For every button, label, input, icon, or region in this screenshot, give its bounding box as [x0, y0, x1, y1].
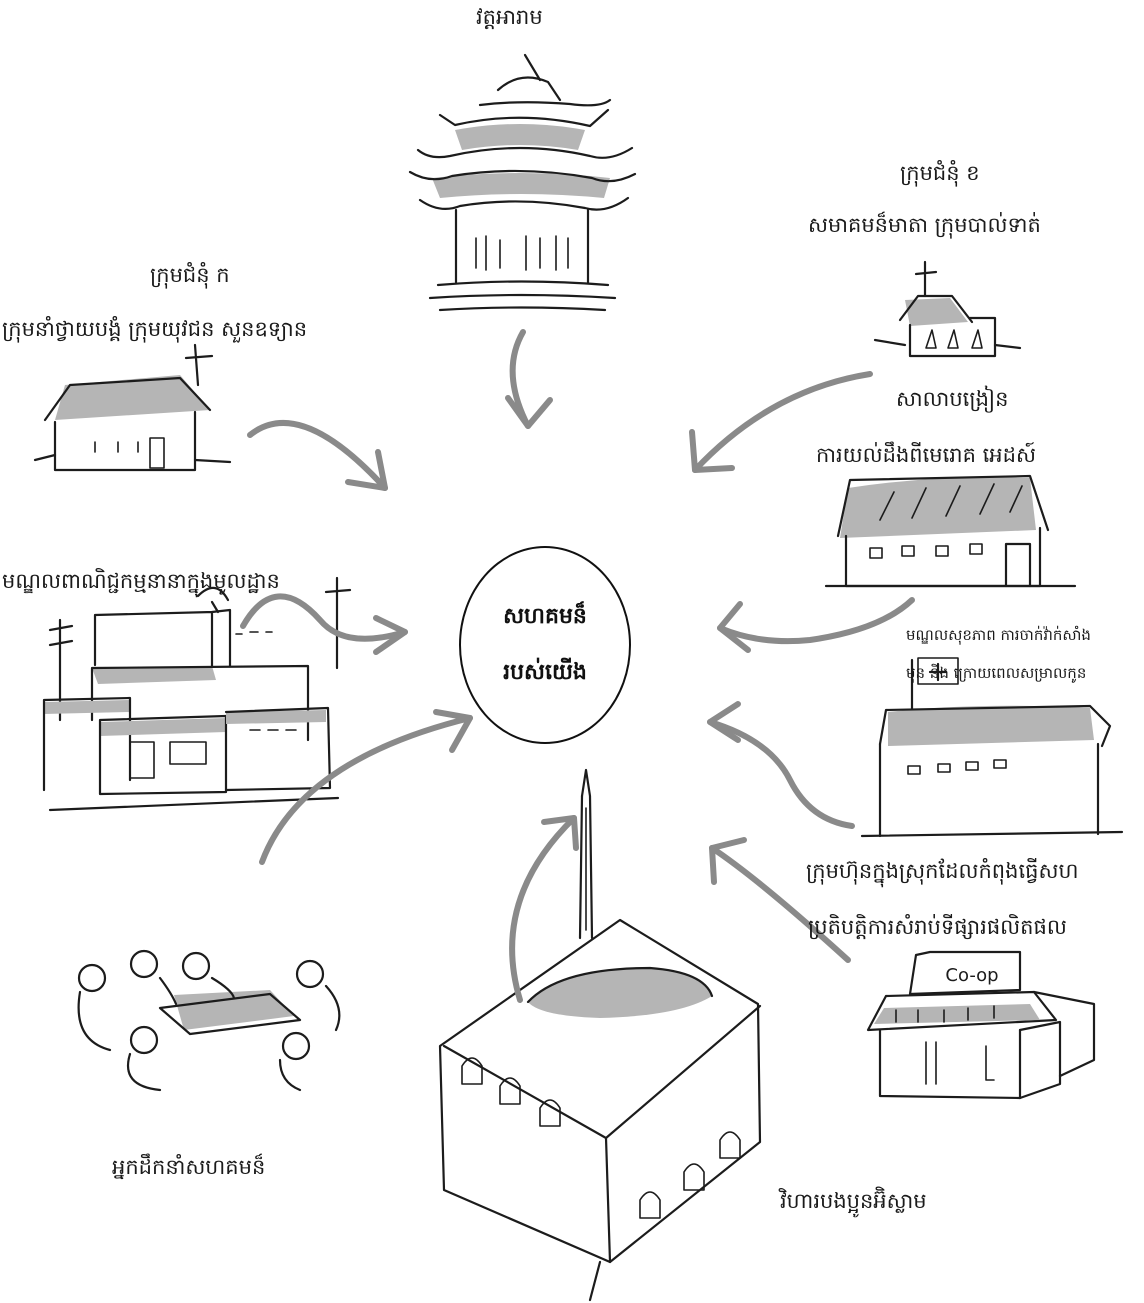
coop-label-line2: ប្រតិបត្តិការសំរាប់ទីផ្សារផលិតផល [808, 915, 1067, 939]
pagoda-label: វត្តអារាម [476, 5, 543, 29]
small-church-icon [873, 260, 1022, 358]
mosque-icon [438, 768, 762, 1302]
coop-shop-icon [866, 950, 1096, 1100]
school-building-icon [824, 474, 1077, 588]
group-b-title: ក្រុមជំនុំ ខ [900, 161, 980, 185]
group-b-description: សមាគមន៏មាតា ក្រុមបាល់ទាត់ [808, 213, 1041, 237]
business-center-label: មណ្ឌលពាណិជ្ជកម្មនានាក្នុងមូលដ្ឋាន [2, 569, 280, 593]
coop-label-line1: ក្រុមហ៊ុនក្នុងស្រុកដែលកំពុងធ្វើសហ [806, 859, 1079, 883]
community-center-circle: សហគមន៏ របស់យើង [459, 546, 631, 744]
clinic-icon [860, 657, 1124, 838]
pagoda-icon [408, 53, 637, 312]
mosque-label: វិហារបងប្អូនអ៊ិស្លាម [780, 1189, 927, 1213]
arrows [240, 329, 915, 1003]
health-center-label-line2: មុន និង ក្រោយពេលសម្រាលកូន [906, 664, 1087, 682]
people-meeting-icon [77, 949, 341, 1092]
center-title-line2: របស់យើង [503, 660, 587, 685]
leaders-label: អ្នកដឹកនាំសហគមន៏ [112, 1155, 266, 1179]
group-a-description: ក្រុមនាំថ្វាយបង្គំ ក្រុមយុវជន សួនឧទ្យាន [2, 317, 308, 341]
coop-sign-text: Co-op [945, 965, 998, 986]
market-buildings-icon [42, 576, 352, 812]
group-a-title: ក្រុមជំនុំ ក [150, 263, 230, 287]
church-icon [33, 343, 232, 472]
school-title: សាលាបង្រៀន [896, 387, 1009, 411]
school-description: ការយល់ដឹងពីមេរោគ អេដស៍ [816, 443, 1036, 467]
health-center-label-line1: មណ្ឌលសុខភាព ការចាក់វ៉ាក់សាំង [906, 626, 1091, 644]
center-title-line1: សហគមន៏ [503, 604, 587, 629]
